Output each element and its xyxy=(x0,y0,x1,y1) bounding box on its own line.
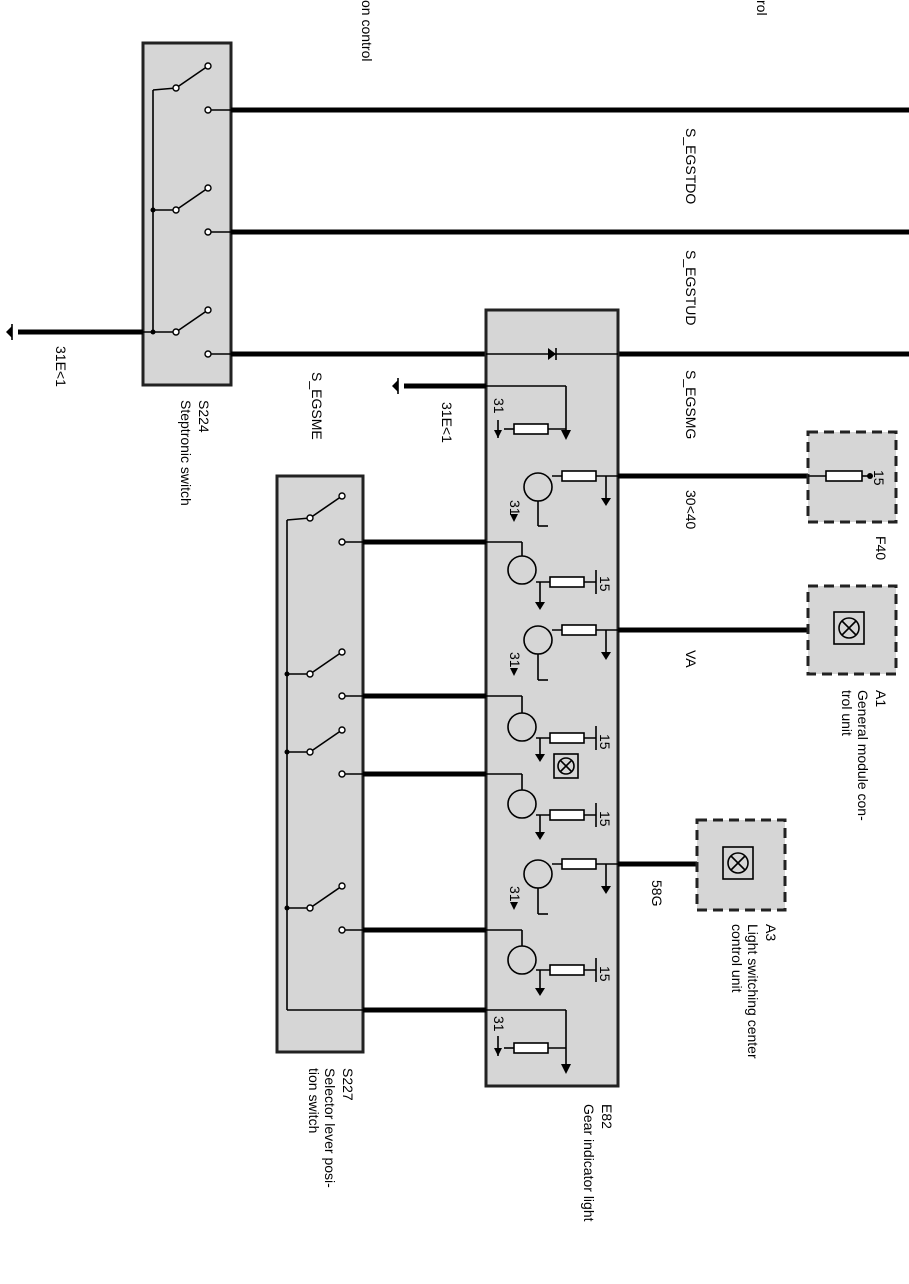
e82-pin-15-b: 15 xyxy=(597,734,613,750)
e82-id: E82 xyxy=(599,1104,615,1129)
ground-31e-1-left: 31E<1 xyxy=(6,324,143,387)
e82-pin-31-a: 31 xyxy=(491,398,507,414)
e82-pin-31-c: 31 xyxy=(507,652,523,668)
a1-name-line1: General module con- xyxy=(855,690,871,821)
a1-id: A1 xyxy=(873,690,889,707)
s227-selector-lever-switch: S227 Selector lever posi- tion switch xyxy=(275,474,365,1188)
f40-id: F40 xyxy=(873,536,889,560)
signal-s-egstdo: S_EGSTDO xyxy=(683,128,699,204)
s224-name: Steptronic switch xyxy=(178,400,194,506)
s224-id: S224 xyxy=(196,400,212,433)
a3-name-line1: Light switching center xyxy=(745,924,761,1059)
signal-30-40: 30<40 xyxy=(683,490,699,530)
signal-va: VA xyxy=(683,650,699,668)
s224-steptronic-switch: S224 Steptronic switch xyxy=(140,41,233,506)
a1-name-line2: trol unit xyxy=(839,690,855,736)
a3-id: A3 xyxy=(763,924,779,941)
a1-general-module: A1 General module con- trol unit xyxy=(806,584,898,821)
ground-31e-1-middle: 31E<1 xyxy=(392,378,486,443)
signal-s-egsme: S_EGSME xyxy=(309,372,325,440)
top-label-right: rol xyxy=(754,0,770,16)
s227-name-line1: Selector lever posi- xyxy=(322,1068,338,1188)
ground-label-2: 31E<1 xyxy=(439,402,455,443)
a3-light-switching-center: A3 Light switching center control unit xyxy=(695,818,787,1059)
s227-name-line2: tion switch xyxy=(306,1068,322,1133)
signal-58g: 58G xyxy=(649,880,665,906)
e82-pin-31-e: 31 xyxy=(491,1016,507,1032)
top-label-left: on control xyxy=(359,0,375,61)
e82-name: Gear indicator light xyxy=(581,1104,597,1222)
e82-pin-31-b: 31 xyxy=(507,500,523,516)
ground-label-1: 31E<1 xyxy=(53,346,69,387)
e82-pin-31-d: 31 xyxy=(507,886,523,902)
e82-pin-15-d: 15 xyxy=(597,966,613,982)
a3-name-line2: control unit xyxy=(729,924,745,993)
e82-gear-indicator-light: 31 31 15 31 15 xyxy=(484,308,620,1222)
signal-s-egsmg: S_EGSMG xyxy=(683,370,699,439)
signal-s-egstud: S_EGSTUD xyxy=(683,250,699,325)
f40-fuse: 15 F40 xyxy=(806,430,898,560)
e82-pin-15-c: 15 xyxy=(597,811,613,827)
e82-pin-15-a: 15 xyxy=(597,576,613,592)
f40-pin: 15 xyxy=(871,470,887,486)
s227-id: S227 xyxy=(340,1068,356,1101)
